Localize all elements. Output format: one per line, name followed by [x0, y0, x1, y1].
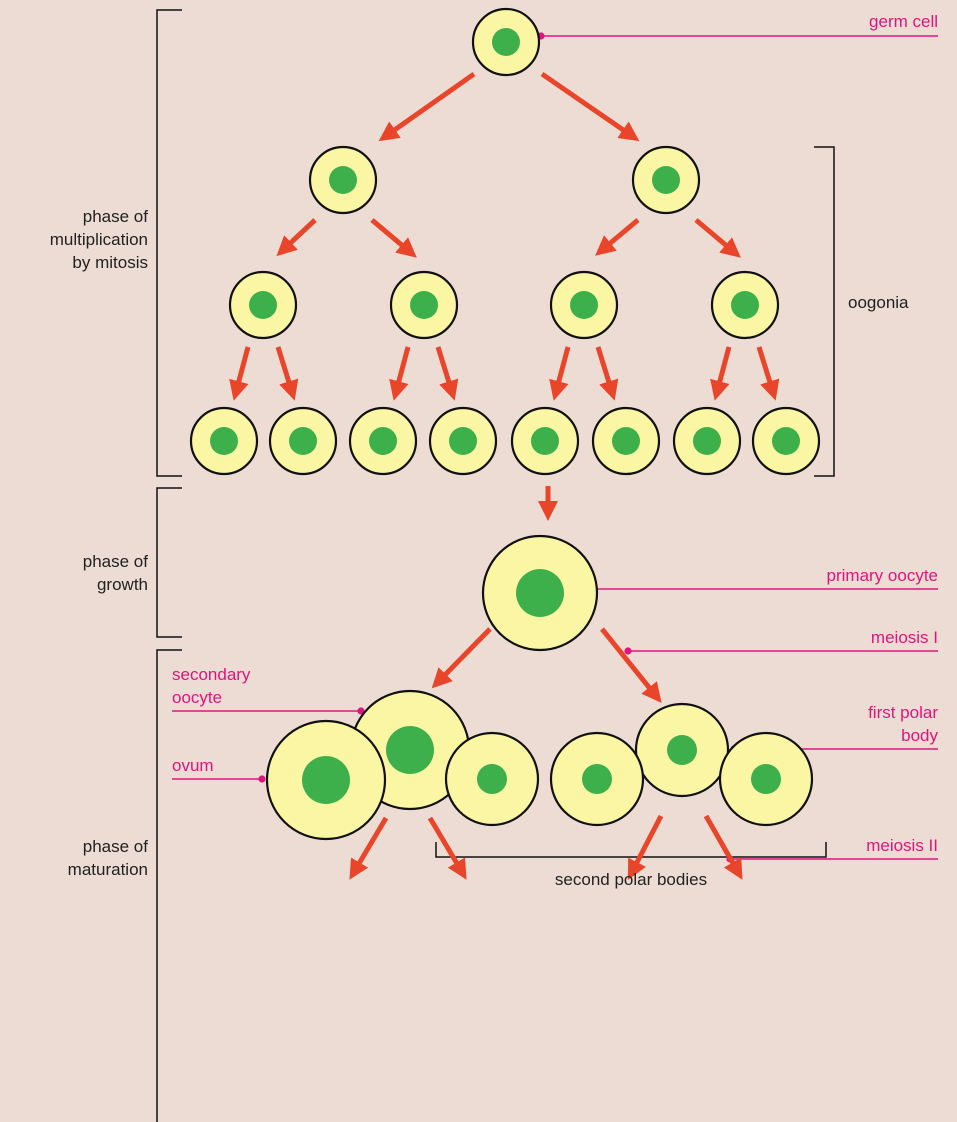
- oogonium-3-3: [348, 406, 418, 476]
- arrow-9: [389, 346, 411, 401]
- pink-labels: germ cell primary oocyte meiosis I secon…: [172, 12, 938, 855]
- secondary-oocyte-label-line2: oocyte: [172, 688, 222, 707]
- arrow-3: [276, 218, 317, 257]
- phase-brackets: [156, 9, 182, 1122]
- arrow-17: [600, 627, 662, 704]
- oogonium-3-4: [428, 406, 498, 476]
- phase-growth-line1: phase of: [83, 552, 148, 571]
- arrow-10: [435, 346, 459, 401]
- oogonium-l1: [308, 145, 378, 215]
- arrow-2: [540, 71, 640, 142]
- oogonium-3-7: [672, 406, 742, 476]
- arrow-19: [427, 816, 467, 880]
- second-polar-bodies-label: second polar bodies: [555, 870, 707, 889]
- oogonium-3-4-nucleus: [449, 427, 477, 455]
- oogonium-3-2: [268, 406, 338, 476]
- oogonium-3-3-nucleus: [369, 427, 397, 455]
- ovum-nucleus: [302, 756, 350, 804]
- second-polar-bodies-bracket: [435, 842, 827, 858]
- arrow-5: [595, 218, 640, 256]
- germ-cell: [471, 7, 541, 77]
- second-polar-body-2: [549, 731, 645, 827]
- black-labels: oogonia second polar bodies phase of mul…: [50, 207, 909, 889]
- secondary-oocyte-nucleus: [386, 726, 434, 774]
- arrow-21: [703, 814, 743, 880]
- oogonia-label: oogonia: [848, 293, 909, 312]
- secondary-oocyte-label-line1: secondary: [172, 665, 251, 684]
- oogonium-3-1: [189, 406, 259, 476]
- second-polar-body-3: [718, 731, 814, 827]
- arrow-12: [595, 346, 619, 401]
- oogonium-l2a-nucleus: [249, 291, 277, 319]
- oogonium-r1-nucleus: [652, 166, 680, 194]
- oogonium-r2a: [549, 270, 619, 340]
- arrows: [229, 71, 780, 880]
- second-polar-body-2-nucleus: [582, 764, 612, 794]
- oogonium-l2b-nucleus: [410, 291, 438, 319]
- phase-maturation-line1: phase of: [83, 837, 148, 856]
- oogonium-3-1-nucleus: [210, 427, 238, 455]
- oogonium-r2b: [710, 270, 780, 340]
- oogonium-3-6: [591, 406, 661, 476]
- oogonium-3-5-nucleus: [531, 427, 559, 455]
- primary-oocyte-nucleus: [516, 569, 564, 617]
- oogonia-bracket: [814, 146, 835, 477]
- oogonium-3-2-nucleus: [289, 427, 317, 455]
- meiosis-2-label: meiosis II: [866, 836, 938, 855]
- arrow-18: [349, 816, 389, 880]
- oogonium-l2b: [389, 270, 459, 340]
- second-polar-body-1-nucleus: [477, 764, 507, 794]
- oogonium-r2a-nucleus: [570, 291, 598, 319]
- first-polar-body-nucleus: [667, 735, 697, 765]
- oogonium-3-8: [751, 406, 821, 476]
- arrow-7: [229, 346, 251, 401]
- oogonium-3-6-nucleus: [612, 427, 640, 455]
- maturation-bracket: [156, 649, 182, 1122]
- arrow-13: [710, 346, 732, 401]
- phase-growth-line2: growth: [97, 575, 148, 594]
- oogonium-3-8-nucleus: [772, 427, 800, 455]
- oogonium-3-7-nucleus: [693, 427, 721, 455]
- first-polar-body-label-line2: body: [901, 726, 938, 745]
- growth-bracket: [156, 487, 182, 638]
- germ-cell-label: germ cell: [869, 12, 938, 31]
- first-polar-body-label-line1: first polar: [868, 703, 938, 722]
- meiosis-1-label: meiosis I: [871, 628, 938, 647]
- arrow-6: [694, 218, 741, 258]
- arrow-1: [378, 71, 476, 142]
- phase-maturation-line2: maturation: [68, 860, 148, 879]
- oogonium-r1: [631, 145, 701, 215]
- primary-oocyte-label: primary oocyte: [827, 566, 938, 585]
- arrow-20: [627, 814, 664, 880]
- arrow-4: [370, 218, 417, 258]
- arrow-14: [756, 346, 780, 401]
- oogonium-r2b-nucleus: [731, 291, 759, 319]
- ovum: [265, 719, 387, 841]
- phase-multiplication-line1: phase of: [83, 207, 148, 226]
- second-polar-body-3-nucleus: [751, 764, 781, 794]
- arrow-16: [431, 627, 492, 689]
- multiplication-bracket: [156, 9, 182, 477]
- primary-oocyte: [481, 534, 599, 652]
- oogonium-l1-nucleus: [329, 166, 357, 194]
- arrow-8: [275, 346, 299, 401]
- ovum-label: ovum: [172, 756, 214, 775]
- phase-multiplication-line2: multiplication: [50, 230, 148, 249]
- phase-multiplication-line3: by mitosis: [72, 253, 148, 272]
- second-polar-body-1: [444, 731, 540, 827]
- oogonium-3-5: [510, 406, 580, 476]
- arrow-11: [549, 346, 571, 401]
- first-polar-body: [634, 702, 730, 798]
- oogonium-l2a: [228, 270, 298, 340]
- cells: [189, 7, 821, 841]
- germ-cell-nucleus: [492, 28, 520, 56]
